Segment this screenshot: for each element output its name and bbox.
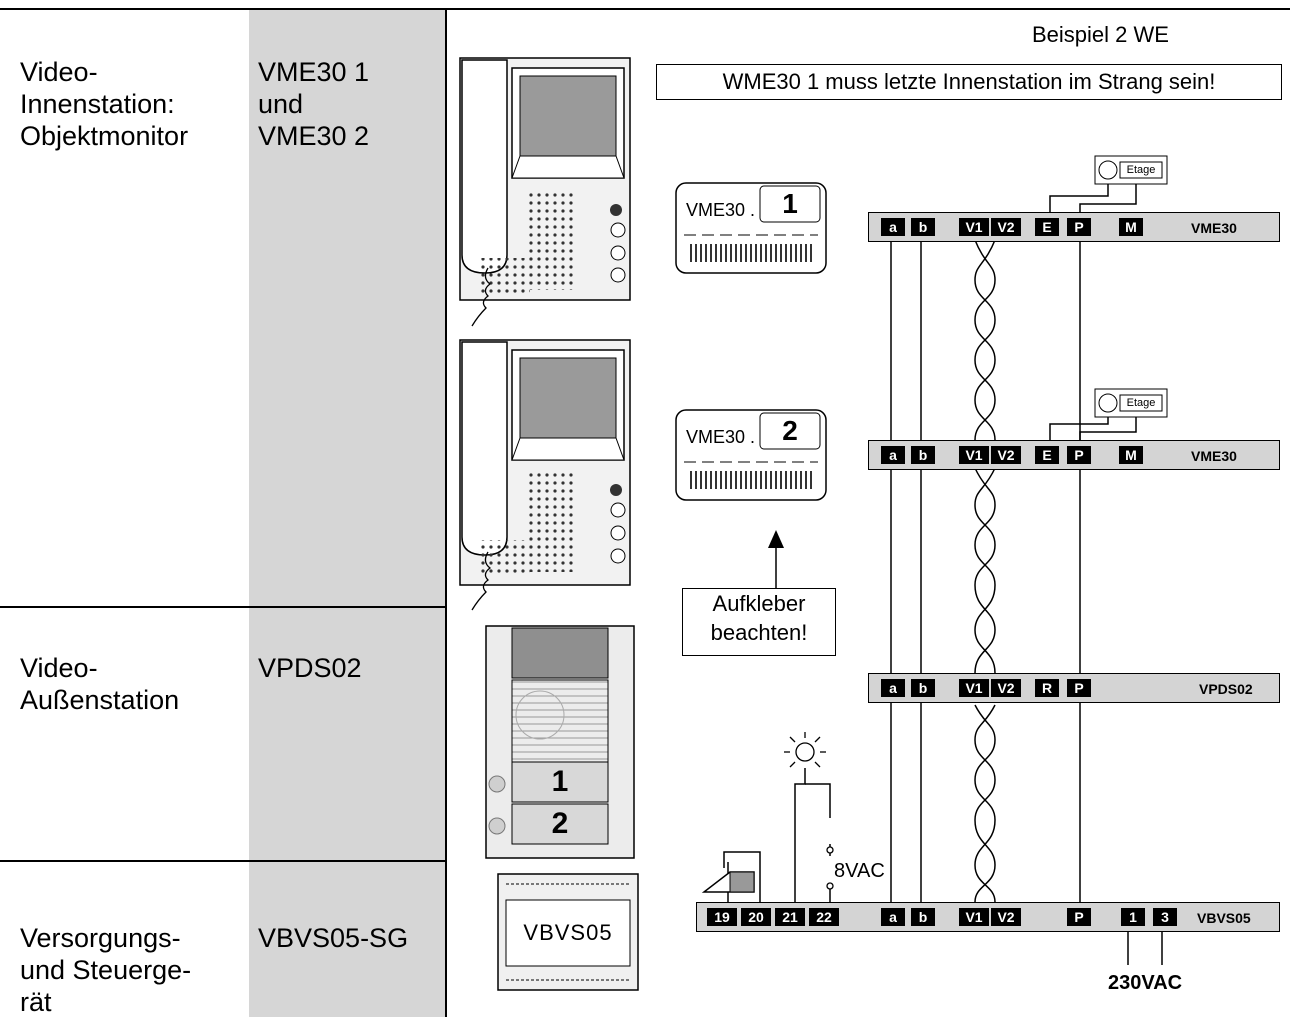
example-label: Beispiel 2 WE [1032,22,1169,47]
row-type-supply: VBVS05-SG [258,923,409,953]
sticker-2-prefix: VME30 . [686,427,756,447]
terminal-p: P [1067,218,1091,236]
panel-button-2-label: 2 [551,807,569,840]
terminal-m: M [1119,446,1143,464]
terminal-a: a [881,218,905,236]
terminal-v2: V2 [991,218,1021,236]
monitor-1-icon [459,57,631,327]
row-type-outdoor: VPDS02 [258,653,362,683]
terminal-1: 1 [1121,908,1145,926]
terminal-strip-label: VPDS02 [1199,681,1253,697]
terminal-strip-label: VME30 [1191,220,1237,236]
type-column-bg [249,10,445,1017]
floor-button-2-label: Etage [1126,397,1156,409]
terminal-22: 22 [809,908,839,926]
terminal-r: R [1035,679,1059,697]
table-right-border [445,8,447,1017]
terminal-m: M [1119,218,1143,236]
terminal-strip-label: VME30 [1191,448,1237,464]
row-type-indoor: VME30 1 und VME30 2 [258,57,370,151]
outdoor-panel-icon [485,625,635,859]
sticker-1-number: 1 [782,188,798,219]
floor-button-1-label: Etage [1126,164,1156,176]
terminal-e: E [1035,218,1059,236]
terminal-19: 19 [707,908,737,926]
terminal-strip-label: VBVS05 [1197,910,1251,926]
terminal-21: 21 [775,908,805,926]
panel-button-1-label: 1 [551,765,569,798]
floor-button-1-icon [1094,155,1168,185]
terminal-20: 20 [741,908,771,926]
voltage-8vac: 8VAC [834,860,885,882]
terminal-v1: V1 [959,908,989,926]
row-label-indoor: Video- Innenstation: Objektmonitor [20,57,189,151]
row-label-outdoor: Video- Außenstation [20,653,180,715]
sticker-2-number: 2 [782,415,798,446]
terminal-p: P [1067,908,1091,926]
terminal-v1: V1 [959,446,989,464]
sticker-2-icon [675,409,827,501]
door-opener-icon [701,871,755,893]
terminal-v2: V2 [991,679,1021,697]
floor-button-2-icon [1094,388,1168,418]
terminal-b: b [911,218,935,236]
terminal-3: 3 [1153,908,1177,926]
terminal-b: b [911,908,935,926]
terminal-p: P [1067,679,1091,697]
row-divider [0,606,447,608]
terminal-v2: V2 [991,908,1021,926]
terminal-e: E [1035,446,1059,464]
warning-box: WME30 1 muss letzte Innenstation im Stra… [656,64,1282,100]
supply-unit-label: VBVS05 [523,920,613,945]
terminal-v2: V2 [991,446,1021,464]
terminal-p: P [1067,446,1091,464]
lamp-icon [784,732,834,890]
supply-unit-icon [497,873,639,991]
terminal-b: b [911,679,935,697]
terminal-a: a [881,679,905,697]
row-label-supply: Versorgungs- und Steuerge- rät [20,923,192,1017]
terminal-b: b [911,446,935,464]
wiring [723,184,1163,965]
voltage-230vac: 230VAC [1108,972,1183,994]
sticker-1-prefix: VME30 . [686,200,756,220]
terminal-a: a [881,446,905,464]
monitor-2-icon [459,339,631,611]
row-divider [0,860,447,862]
terminal-v1: V1 [959,218,989,236]
terminal-a: a [881,908,905,926]
table-top-border [0,8,1290,10]
terminal-v1: V1 [959,679,989,697]
sticker-1-icon [675,182,827,274]
arrow-icon [768,530,784,588]
sticker-note-box: Aufkleber beachten! [682,588,836,656]
